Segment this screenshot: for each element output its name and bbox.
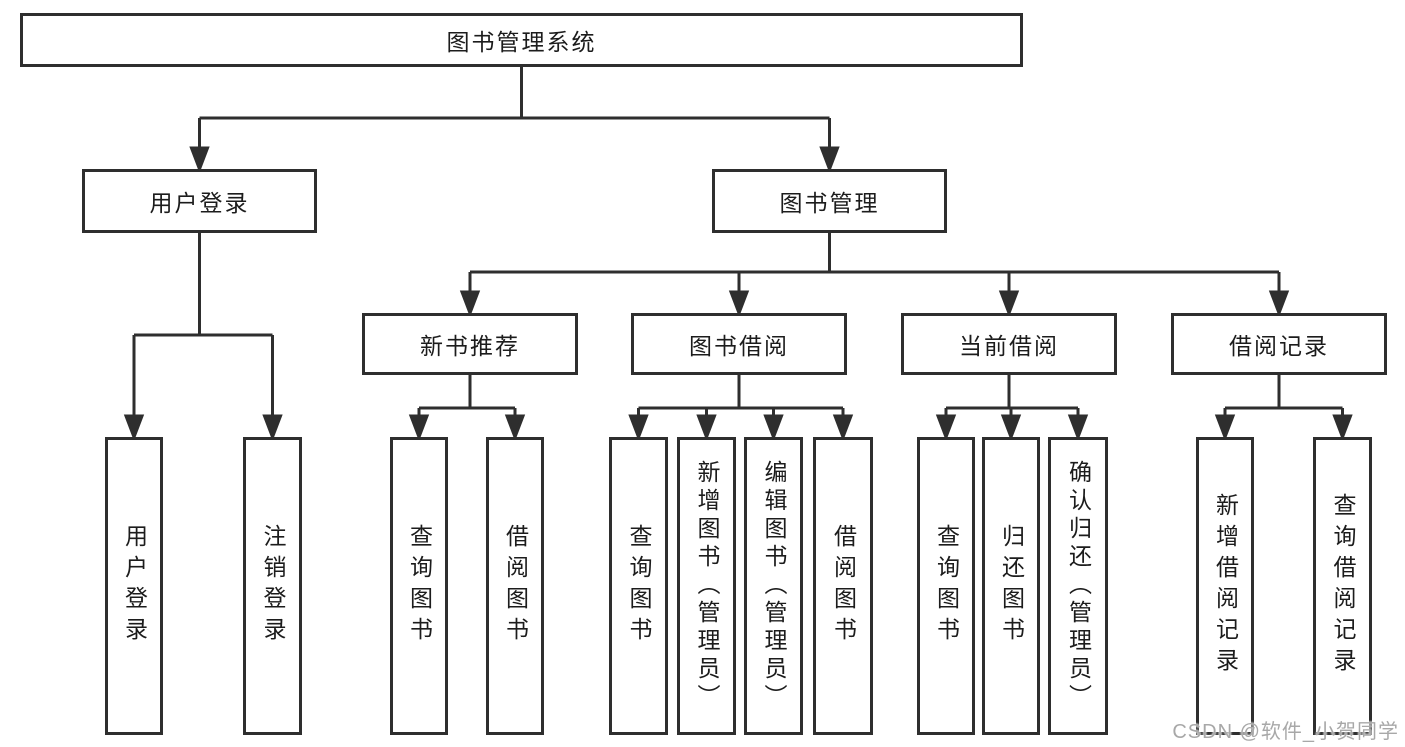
arrowhead <box>696 414 717 442</box>
node-root-label: 图书管理系统 <box>446 29 597 55</box>
leaf-nbr-borrow-books-label: 借阅图书 <box>502 524 529 648</box>
arrowhead <box>1332 414 1353 442</box>
leaf-br-add-record-label: 新增借阅记录 <box>1212 493 1239 679</box>
leaf-bb-borrow-books-label: 借阅图书 <box>830 524 857 648</box>
node-book-management: 图书管理 <box>712 169 947 233</box>
arrowhead <box>832 414 854 442</box>
node-book-management-label: 图书管理 <box>779 190 880 216</box>
leaf-logout: 注销登录 <box>243 437 302 735</box>
leaf-user-login-label: 用户登录 <box>121 524 148 648</box>
leaf-logout-label: 注销登录 <box>260 524 286 648</box>
leaf-nbr-query-books-label: 查询图书 <box>406 524 433 648</box>
leaf-bb-borrow-books: 借阅图书 <box>813 437 873 735</box>
leaf-cb-confirm-return-admin: 确认归还（管理员） <box>1048 437 1108 735</box>
arrowhead <box>262 414 283 442</box>
leaf-cb-return-books: 归还图书 <box>982 437 1040 735</box>
node-borrow-records-label: 借阅记录 <box>1229 333 1329 359</box>
node-current-borrow-label: 当前借阅 <box>959 333 1059 359</box>
arrowhead <box>459 290 481 318</box>
arrowhead <box>123 414 145 442</box>
leaf-br-query-record: 查询借阅记录 <box>1313 437 1372 735</box>
node-root: 图书管理系统 <box>20 13 1023 67</box>
leaf-bb-add-books-admin-label: 新增图书（管理员） <box>694 460 720 712</box>
arrowhead <box>1268 290 1290 318</box>
node-borrow-records: 借阅记录 <box>1171 313 1387 375</box>
csdn-watermark: CSDN @软件_小贺同学 <box>1172 721 1399 743</box>
arrowhead <box>504 414 526 442</box>
node-new-book-recommend: 新书推荐 <box>362 313 578 375</box>
arrowhead <box>1067 414 1089 442</box>
node-book-borrow-label: 图书借阅 <box>689 333 789 359</box>
connector-user-login-to-leaves <box>123 233 283 442</box>
leaf-nbr-query-books: 查询图书 <box>390 437 448 735</box>
arrowhead <box>408 414 430 442</box>
connector-book-borrow-to-leaves <box>628 375 854 442</box>
node-new-book-recommend-label: 新书推荐 <box>420 333 520 359</box>
leaf-cb-query-books: 查询图书 <box>917 437 975 735</box>
arrowhead <box>189 146 210 174</box>
leaf-cb-confirm-return-admin-label: 确认归还（管理员） <box>1065 460 1092 712</box>
leaf-cb-return-books-label: 归还图书 <box>998 524 1025 648</box>
leaf-br-query-record-label: 查询借阅记录 <box>1330 493 1356 679</box>
arrowhead <box>935 414 957 442</box>
leaf-br-add-record: 新增借阅记录 <box>1196 437 1254 735</box>
arrowhead <box>728 290 750 318</box>
arrowhead <box>628 414 649 442</box>
leaf-nbr-borrow-books: 借阅图书 <box>486 437 544 735</box>
leaf-cb-query-books-label: 查询图书 <box>933 524 960 648</box>
connector-book-management-to-level2 <box>459 233 1290 318</box>
arrowhead <box>763 414 784 442</box>
connector-new-book-recommend-to-leaves <box>408 375 526 442</box>
connector-root-to-level1 <box>189 67 840 174</box>
node-current-borrow: 当前借阅 <box>901 313 1117 375</box>
arrowhead <box>1000 414 1022 442</box>
leaf-bb-query-books-label: 查询图书 <box>626 524 652 648</box>
connector-current-borrow-to-leaves <box>935 375 1089 442</box>
leaf-bb-edit-books-admin: 编辑图书（管理员） <box>744 437 803 735</box>
leaf-bb-add-books-admin: 新增图书（管理员） <box>677 437 736 735</box>
leaf-user-login: 用户登录 <box>105 437 163 735</box>
arrowhead <box>819 146 840 174</box>
connector-borrow-records-to-leaves <box>1214 375 1353 442</box>
node-book-borrow: 图书借阅 <box>631 313 847 375</box>
node-user-login-label: 用户登录 <box>149 190 250 216</box>
node-user-login: 用户登录 <box>82 169 317 233</box>
arrowhead <box>1214 414 1236 442</box>
leaf-bb-query-books: 查询图书 <box>609 437 668 735</box>
arrowhead <box>998 290 1020 318</box>
leaf-bb-edit-books-admin-label: 编辑图书（管理员） <box>761 460 787 712</box>
